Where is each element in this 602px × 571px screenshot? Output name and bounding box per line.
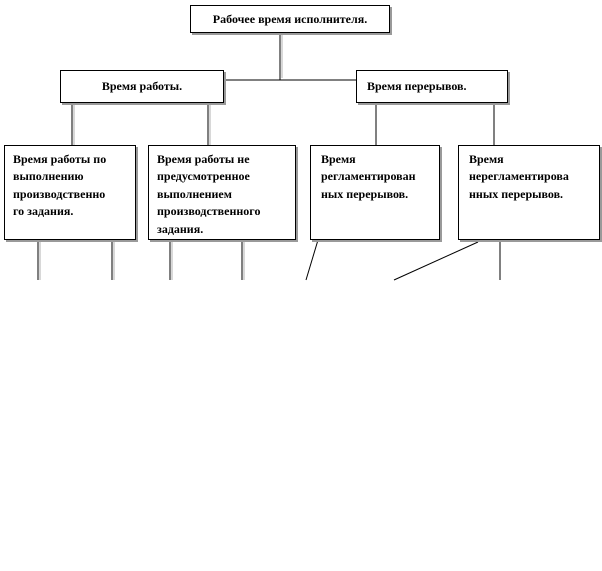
connector-stub: [393, 241, 479, 281]
node-text-line: Время: [321, 152, 356, 166]
node-text-line: производственно: [13, 186, 106, 201]
root-node: Рабочее время исполнителя.: [190, 5, 390, 33]
connector-stub: [305, 239, 319, 281]
node-text-line: Время работы по: [13, 152, 107, 166]
root-node-label: Рабочее время исполнителя.: [212, 12, 368, 26]
regulated-breaks-node: Время регламентирован ных перерывов.: [310, 145, 440, 240]
node-text-line: выполнению: [13, 169, 84, 184]
node-text-line: Время работы не: [157, 152, 250, 166]
node-text-line: Время: [469, 152, 504, 166]
node-text-line: нных перерывов.: [469, 186, 564, 201]
node-text-line: задания.: [157, 221, 204, 236]
node-text-line: производственного: [157, 204, 261, 219]
work-time-label: Время работы.: [101, 79, 183, 93]
unregulated-breaks-node: Время нерегламентирова нных перерывов.: [458, 145, 600, 240]
node-text-line: нерегламентирова: [469, 169, 569, 184]
break-time-label: Время перерывов.: [367, 79, 467, 93]
work-time-node: Время работы.: [60, 70, 224, 103]
node-text-line: регламентирован: [321, 169, 416, 184]
production-task-work-node: Время работы по выполнению производствен…: [4, 145, 136, 240]
node-text-line: выполнением: [157, 186, 232, 201]
node-text-line: ных перерывов.: [321, 186, 409, 201]
break-time-node: Время перерывов.: [356, 70, 508, 103]
node-text-line: го задания.: [13, 204, 74, 219]
unplanned-work-node: Время работы не предусмотренное выполнен…: [148, 145, 296, 240]
node-text-line: предусмотренное: [157, 169, 250, 184]
